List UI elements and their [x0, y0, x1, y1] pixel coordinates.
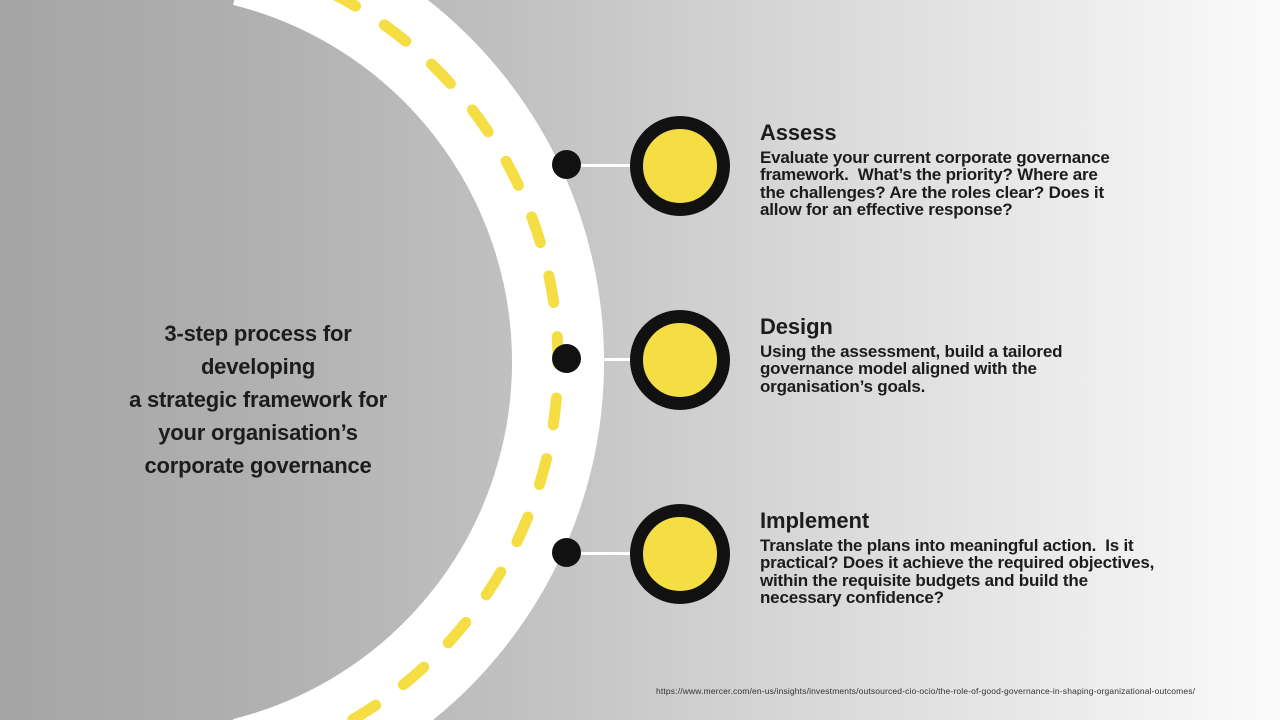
- step-badge-circle: [630, 504, 730, 604]
- step-badge-circle: [630, 310, 730, 410]
- step-node-dot: [552, 344, 581, 373]
- step-text-block: Implement Translate the plans into meani…: [760, 508, 1200, 606]
- step-connector-line: [578, 358, 636, 361]
- step-connector-line: [578, 164, 636, 167]
- step-text-block: Design Using the assessment, build a tai…: [760, 314, 1200, 395]
- main-title: 3-step process for developing a strategi…: [129, 321, 387, 478]
- step-description: Using the assessment, build a tailored g…: [760, 342, 1063, 396]
- step-title: Design: [760, 314, 833, 339]
- step-description: Translate the plans into meaningful acti…: [760, 536, 1155, 607]
- step-design: Design Using the assessment, build a tai…: [540, 310, 1220, 420]
- step-implement: Implement Translate the plans into meani…: [540, 504, 1220, 614]
- step-description: Evaluate your current corporate governan…: [760, 148, 1110, 219]
- step-text-block: Assess Evaluate your current corporate g…: [760, 120, 1200, 218]
- step-badge-circle: [630, 116, 730, 216]
- step-title: Implement: [760, 508, 870, 533]
- step-connector-line: [578, 552, 636, 555]
- step-node-dot: [552, 150, 581, 179]
- step-node-dot: [552, 538, 581, 567]
- source-url: https://www.mercer.com/en-us/insights/in…: [656, 686, 1196, 696]
- step-title: Assess: [760, 120, 837, 145]
- step-assess: Assess Evaluate your current corporate g…: [540, 116, 1220, 226]
